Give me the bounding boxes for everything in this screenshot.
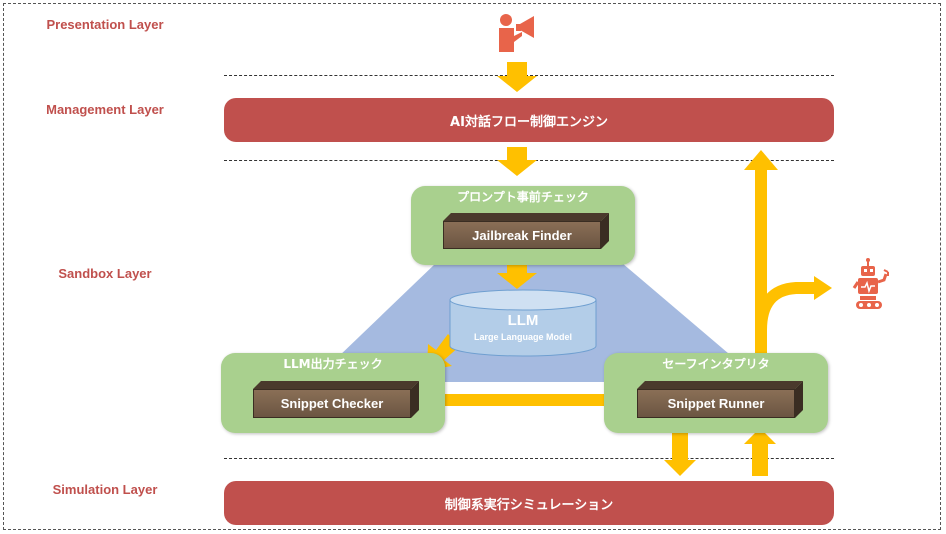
arrow-up-icon xyxy=(744,428,776,476)
snippet-checker-box: Snippet Checker xyxy=(253,381,419,418)
layer-label-presentation: Presentation Layer xyxy=(46,17,164,32)
snippet-runner-box: Snippet Runner xyxy=(637,381,803,418)
arrow-branch-icon xyxy=(755,282,814,331)
prompt-precheck-title: プロンプト事前チェック xyxy=(457,190,589,204)
llm-cylinder-icon xyxy=(449,289,597,357)
llm-name: LLM xyxy=(507,312,539,329)
arrow-right-icon xyxy=(814,276,832,300)
llm-subtitle: Large Language Model xyxy=(473,332,572,342)
jailbreak-finder-label: Jailbreak Finder xyxy=(443,221,601,249)
arrow-up-icon xyxy=(744,150,778,356)
diagram-frame xyxy=(3,3,941,530)
llm-output-check-title: LLM出力チェック xyxy=(283,357,383,371)
management-engine-bar: AI対話フロー制御エンジン xyxy=(224,98,834,142)
layer-separator xyxy=(224,458,834,459)
arrow-down-icon xyxy=(497,260,537,289)
layer-label-management: Management Layer xyxy=(46,102,164,117)
layer-label-simulation: Simulation Layer xyxy=(52,482,158,497)
llm-label: LLM Large Language Model xyxy=(450,312,596,342)
robot-icon xyxy=(852,258,889,309)
safe-interpreter-title: セーフインタプリタ xyxy=(662,357,770,371)
simulation-bar: 制御系実行シミュレーション xyxy=(224,481,834,525)
jailbreak-finder-box: Jailbreak Finder xyxy=(443,213,609,249)
layer-separator xyxy=(224,75,834,76)
snippet-runner-label: Snippet Runner xyxy=(637,389,795,418)
snippet-checker-label: Snippet Checker xyxy=(253,389,411,418)
arrow-right-icon xyxy=(440,386,624,414)
arrow-down-icon xyxy=(497,147,537,176)
person-megaphone-icon xyxy=(499,14,534,52)
arrow-down-icon xyxy=(497,62,537,92)
layer-label-sandbox: Sandbox Layer xyxy=(58,266,152,281)
arrow-down-icon xyxy=(664,428,696,476)
